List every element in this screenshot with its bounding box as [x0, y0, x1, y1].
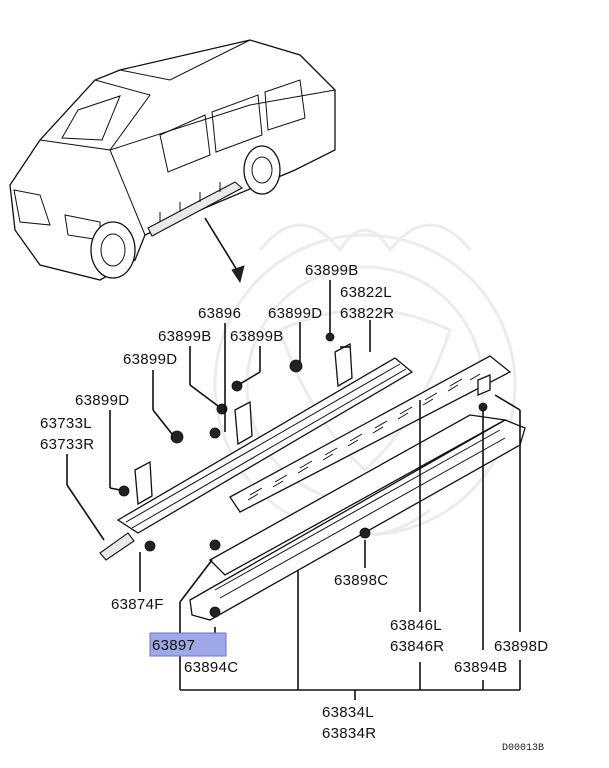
label-63846r[interactable]: 63846R [390, 638, 444, 655]
fasteners [99, 332, 491, 618]
label-63733l[interactable]: 63733L [40, 415, 92, 432]
label-63899b-b[interactable]: 63899B [230, 328, 284, 345]
label-63897[interactable]: 63897 [152, 637, 195, 654]
label-63898d[interactable]: 63898D [494, 638, 548, 655]
label-63846l[interactable]: 63846L [390, 617, 442, 634]
label-63822l[interactable]: 63822L [340, 284, 392, 301]
label-63874f[interactable]: 63874F [111, 596, 164, 613]
label-63834l[interactable]: 63834L [322, 704, 374, 721]
label-63899b-a[interactable]: 63899B [158, 328, 212, 345]
arrow-pointer [204, 217, 245, 283]
side-step-body-part [189, 414, 526, 621]
label-63834r[interactable]: 63834R [322, 725, 376, 742]
label-63899b-top[interactable]: 63899B [305, 262, 359, 279]
label-63894c[interactable]: 63894C [184, 659, 238, 676]
highlight-box [149, 632, 227, 657]
label-63733r[interactable]: 63733R [40, 436, 94, 453]
part-labels: 63899B 63822L 63822R 63896 63899D 63899B… [40, 262, 548, 754]
label-63896[interactable]: 63896 [198, 305, 241, 322]
label-63899d-mid[interactable]: 63899D [268, 305, 322, 322]
step-mat-part [229, 355, 512, 513]
label-63899d-left2[interactable]: 63899D [75, 392, 129, 409]
bracket-rail-part [116, 342, 414, 534]
vehicle-illustration [9, 39, 336, 281]
label-63899d-left[interactable]: 63899D [123, 351, 177, 368]
label-63898c[interactable]: 63898C [334, 572, 388, 589]
leader-lines [66, 280, 521, 700]
drawing-code: D00013B [502, 743, 544, 754]
label-63894b[interactable]: 63894B [454, 659, 508, 676]
label-63822r[interactable]: 63822R [340, 305, 394, 322]
